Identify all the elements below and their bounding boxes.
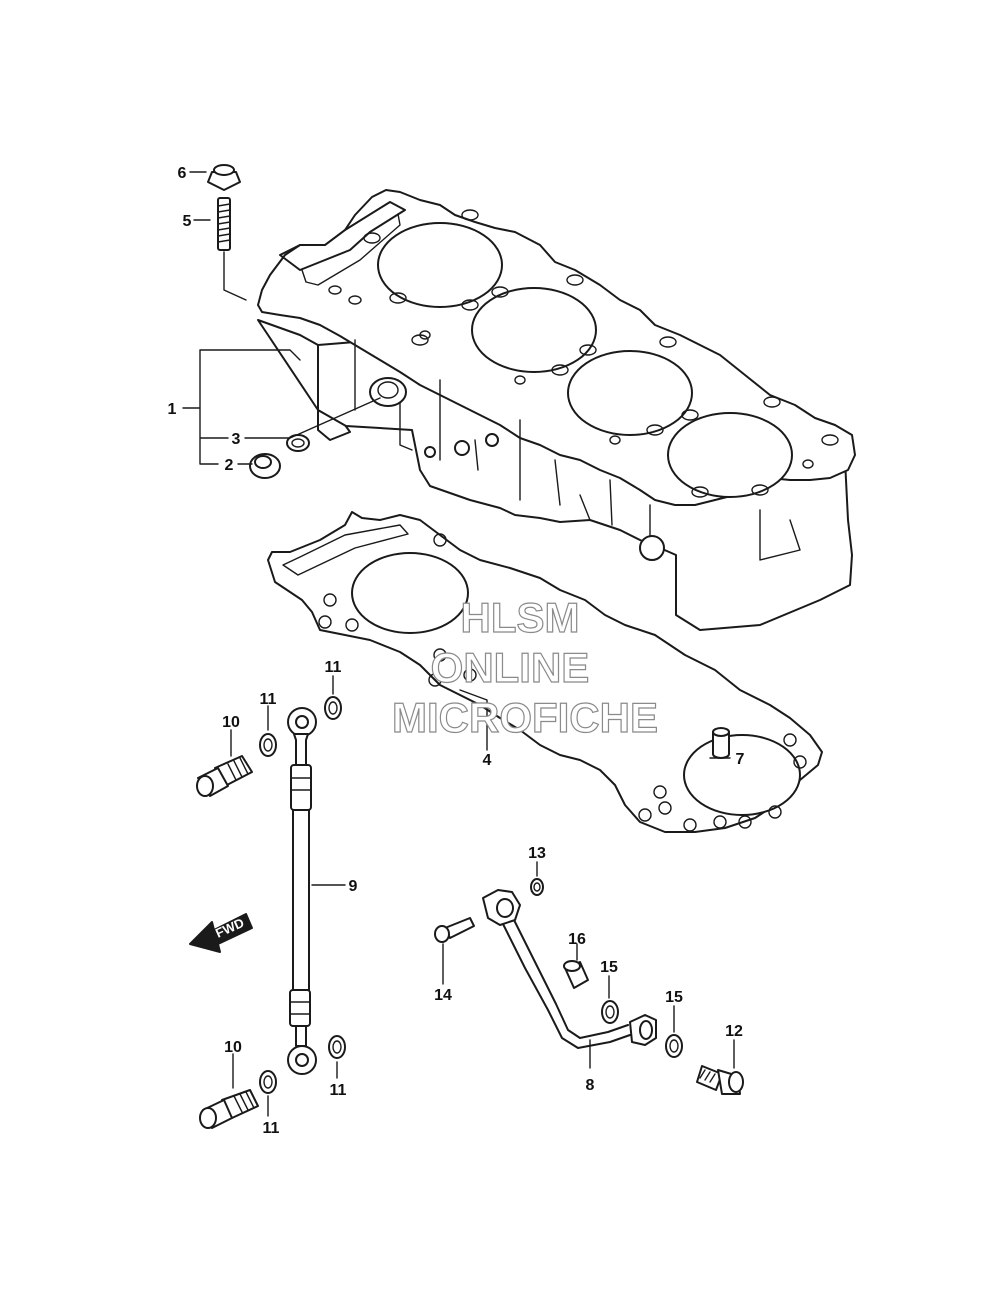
callout-13: 13	[528, 845, 546, 862]
gasket-washers	[259, 696, 346, 1094]
watermark-line-1: HLSM	[461, 594, 580, 641]
callout-2: 2	[225, 457, 234, 474]
callout-1: 1	[168, 401, 177, 418]
dowel-pin	[712, 727, 730, 759]
washers-small	[530, 878, 683, 1058]
callout-11-a: 11	[325, 659, 342, 676]
callout-8: 8	[586, 1077, 595, 1094]
union-bolt-lower	[199, 1089, 259, 1129]
watermark-line-3: MICROFICHE	[392, 694, 658, 741]
callout-11-b: 11	[260, 691, 277, 708]
callout-10-lower: 10	[224, 1039, 242, 1056]
callout-12: 12	[725, 1023, 743, 1040]
callout-15-b: 15	[665, 989, 683, 1006]
callout-14: 14	[434, 987, 452, 1004]
callout-9: 9	[349, 878, 358, 895]
union-bolt-12	[696, 1065, 744, 1095]
oil-hose	[287, 707, 317, 1075]
callout-16: 16	[568, 931, 586, 948]
o-ring	[286, 434, 310, 452]
cylinder-gasket	[267, 511, 823, 833]
callout-4: 4	[483, 752, 492, 769]
callout-7: 7	[736, 751, 745, 768]
callout-11-d: 11	[263, 1120, 280, 1137]
callout-5: 5	[183, 213, 192, 230]
watermark-line-2: ONLINE	[431, 644, 590, 691]
oil-pipe	[482, 889, 657, 1049]
cylinder-block	[257, 189, 856, 631]
callout-10-upper: 10	[222, 714, 240, 731]
pipe-bolt	[434, 917, 475, 943]
flange-nut	[207, 164, 241, 191]
cushion-clamp	[563, 960, 589, 989]
stud-bolt	[217, 197, 231, 251]
callout-labels: 1 2 3 4 5 6 7 8 9 10 10 11 11 11 11 12 1…	[168, 165, 745, 1137]
callout-3: 3	[232, 431, 241, 448]
callout-6: 6	[178, 165, 187, 182]
union-bolt-upper	[196, 755, 253, 797]
watermark: HLSM ONLINE MICROFICHE	[391, 593, 658, 741]
forward-arrow-badge: FWD	[189, 913, 253, 953]
callout-15-a: 15	[600, 959, 618, 976]
callout-11-c: 11	[330, 1082, 347, 1099]
leader-lines	[182, 171, 735, 1117]
plug-bolt	[249, 453, 281, 479]
